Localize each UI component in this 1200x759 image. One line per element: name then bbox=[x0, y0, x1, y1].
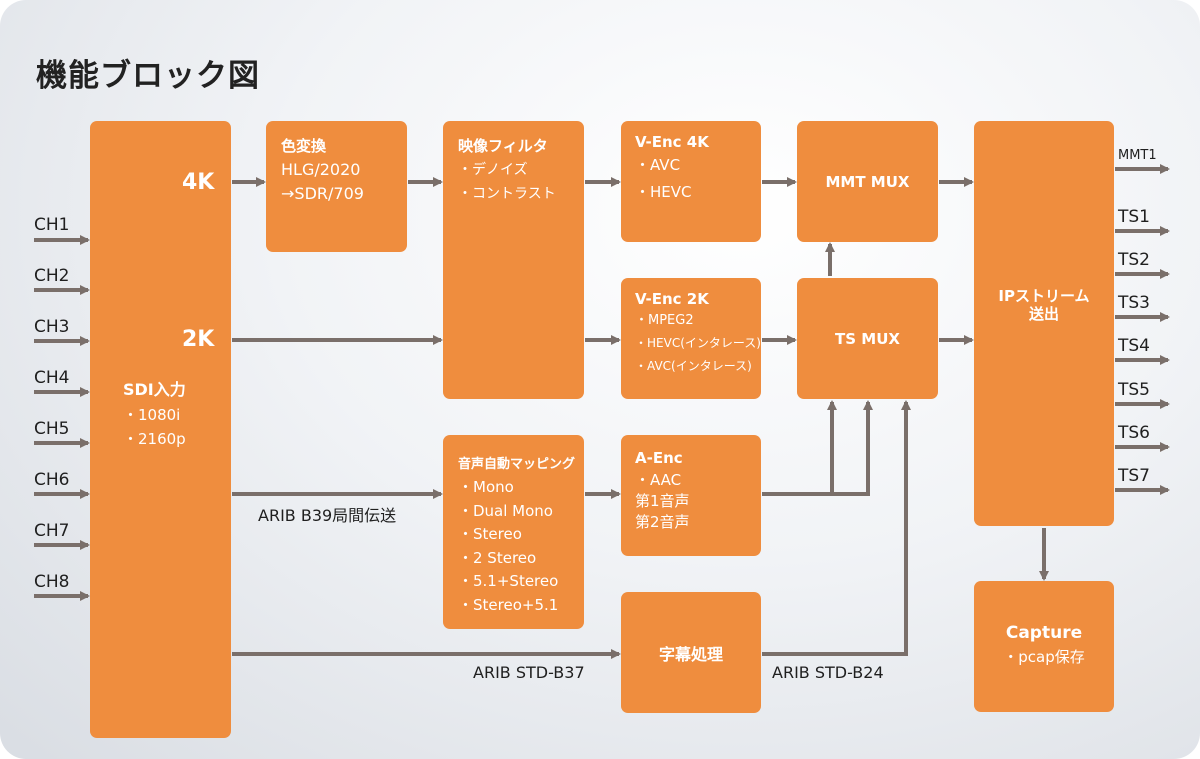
sdi-input-block: SDI入力 ・1080i ・2160p bbox=[90, 121, 231, 738]
video-filter-title: 映像フィルタ bbox=[458, 137, 548, 155]
input-label-ch1: CH1 bbox=[34, 215, 70, 235]
caption-title: 字幕処理 bbox=[658, 644, 723, 664]
edge-label-arib-b39: ARIB B39局間伝送 bbox=[258, 506, 397, 525]
input-label-ch4: CH4 bbox=[34, 368, 70, 388]
audio-map-item-stereo: ・Stereo bbox=[458, 525, 522, 543]
output-label-ts6: TS6 bbox=[1118, 423, 1150, 443]
audio-map-item-2-stereo: ・2 Stereo bbox=[458, 548, 537, 567]
sdi-title: SDI入力 bbox=[123, 380, 186, 399]
capture-block: Capture ・pcap保存 bbox=[974, 581, 1114, 712]
audio-mapping-block: 音声自動マッピング ・Mono ・Dual Mono ・Stereo ・2 St… bbox=[443, 435, 584, 629]
venc-2k-title: V-Enc 2K bbox=[635, 290, 709, 308]
venc-4k-item-avc: ・AVC bbox=[635, 156, 681, 174]
output-label-ts4: TS4 bbox=[1118, 336, 1150, 356]
input-label-ch2: CH2 bbox=[34, 266, 70, 286]
sdi-4k-label: 4K bbox=[182, 170, 215, 195]
color-conv-item-2: →SDR/709 bbox=[281, 184, 364, 203]
ts-mux-block: TS MUX bbox=[797, 278, 938, 399]
output-label-ts3: TS3 bbox=[1118, 293, 1150, 313]
color-conv-item-1: HLG/2020 bbox=[281, 160, 361, 179]
capture-item-pcap: ・pcap保存 bbox=[1003, 648, 1085, 666]
capture-title: Capture bbox=[1005, 623, 1083, 643]
output-label-mmt1: MMT1 bbox=[1118, 148, 1157, 163]
mmt-mux-block: MMT MUX bbox=[797, 121, 938, 242]
input-label-ch7: CH7 bbox=[34, 521, 70, 541]
color-conv-title: 色変換 bbox=[281, 137, 327, 155]
audio-map-item-51-stereo: ・5.1+Stereo bbox=[458, 572, 559, 590]
output-label-ts1: TS1 bbox=[1118, 207, 1150, 227]
venc-2k-item-mpeg2: ・MPEG2 bbox=[635, 313, 694, 328]
arrow-aenc-tsmux-1 bbox=[762, 400, 837, 496]
ts-mux-title: TS MUX bbox=[835, 329, 900, 348]
audio-map-title: 音声自動マッピング bbox=[458, 457, 576, 472]
ip-stream-title2: 送出 bbox=[1028, 305, 1059, 323]
venc-4k-item-hevc: ・HEVC bbox=[635, 183, 692, 201]
input-label-ch6: CH6 bbox=[34, 470, 70, 490]
page-title: 機能ブロック図 bbox=[36, 58, 260, 94]
video-filter-item-2: ・コントラスト bbox=[458, 186, 556, 202]
aenc-item-audio1: 第1音声 bbox=[635, 492, 690, 510]
input-label-ch5: CH5 bbox=[34, 419, 70, 439]
input-label-ch3: CH3 bbox=[34, 317, 70, 337]
aenc-block: A-Enc ・AAC 第1音声 第2音声 bbox=[621, 435, 761, 556]
venc-2k-item-hevc: ・HEVC(インタレース) bbox=[635, 336, 761, 350]
aenc-item-aac: ・AAC bbox=[635, 471, 682, 489]
audio-map-item-mono: ・Mono bbox=[458, 478, 514, 496]
output-label-ts7: TS7 bbox=[1118, 466, 1150, 486]
audio-map-item-dual-mono: ・Dual Mono bbox=[458, 501, 553, 520]
ip-stream-block: IPストリーム 送出 bbox=[974, 121, 1114, 526]
input-label-ch8: CH8 bbox=[34, 572, 70, 592]
video-filter-item-1: ・デノイズ bbox=[458, 162, 528, 178]
video-filter-block: 映像フィルタ ・デノイズ ・コントラスト bbox=[443, 121, 584, 399]
audio-map-item-stereo-51: ・Stereo+5.1 bbox=[458, 595, 559, 614]
sdi-item-2160p: ・2160p bbox=[123, 430, 186, 448]
sdi-2k-label: 2K bbox=[182, 327, 215, 352]
arrow-aenc-tsmux-2 bbox=[832, 400, 873, 496]
output-label-ts5: TS5 bbox=[1118, 380, 1150, 400]
sdi-item-1080i: ・1080i bbox=[123, 406, 181, 424]
ip-stream-title: IPストリーム bbox=[998, 287, 1090, 305]
venc-4k-title: V-Enc 4K bbox=[635, 133, 709, 151]
venc-4k-block: V-Enc 4K ・AVC ・HEVC bbox=[621, 121, 761, 242]
arrow-caption-tsmux bbox=[762, 400, 911, 656]
mmt-mux-title: MMT MUX bbox=[825, 172, 910, 191]
output-label-ts2: TS2 bbox=[1118, 250, 1150, 270]
edge-label-arib-b37: ARIB STD-B37 bbox=[473, 663, 585, 682]
aenc-title: A-Enc bbox=[635, 449, 683, 467]
aenc-item-audio2: 第2音声 bbox=[635, 513, 690, 531]
edge-label-arib-b24: ARIB STD-B24 bbox=[772, 663, 884, 682]
caption-processing-block: 字幕処理 bbox=[621, 592, 761, 713]
venc-2k-block: V-Enc 2K ・MPEG2 ・HEVC(インタレース) ・AVC(インタレー… bbox=[621, 278, 761, 399]
venc-2k-item-avc: ・AVC(インタレース) bbox=[635, 359, 752, 373]
color-conversion-block: 色変換 HLG/2020 →SDR/709 bbox=[266, 121, 407, 252]
